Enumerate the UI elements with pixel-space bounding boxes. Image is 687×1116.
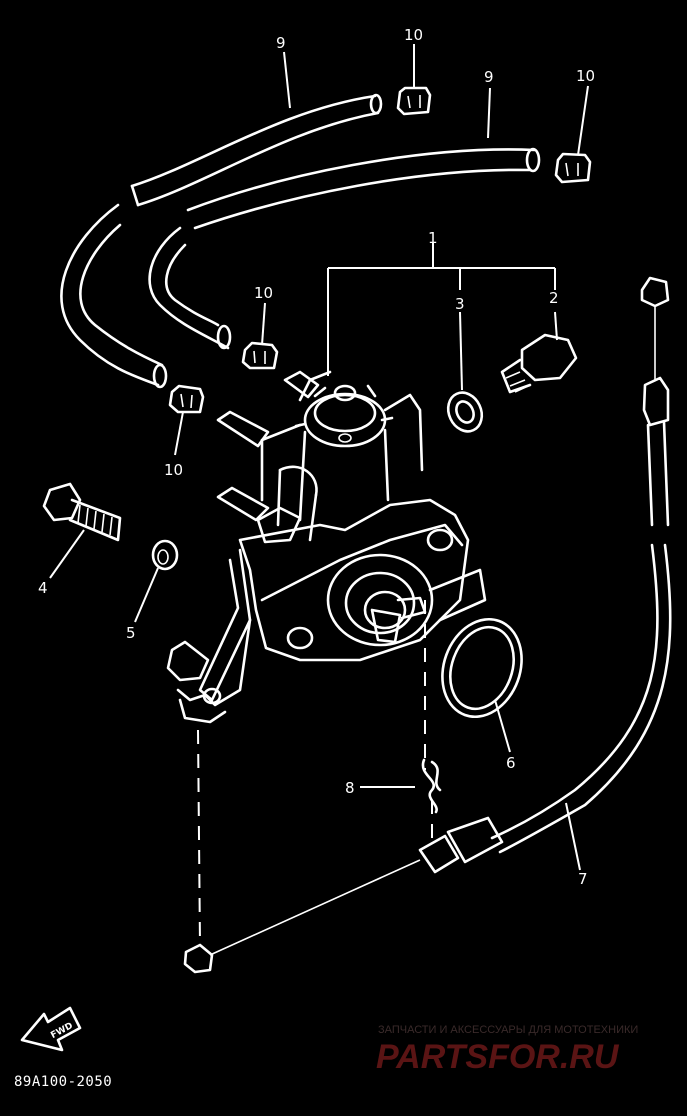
- clip-10-top-left: [396, 86, 432, 116]
- hose-9-right: [148, 147, 541, 350]
- cable-7: [183, 276, 672, 974]
- watermark-tagline: ЗАПЧАСТИ И АКСЕССУАРЫ ДЛЯ МОТОТЕХНИКИ: [378, 1024, 638, 1036]
- label-part-9-right: 9: [484, 68, 494, 86]
- label-part-10-top-left: 10: [404, 26, 423, 44]
- label-part-5: 5: [126, 624, 136, 642]
- leader-lines: [49, 44, 589, 871]
- drawing-code: 89A100-2050: [14, 1074, 112, 1090]
- label-part-10-mid: 10: [254, 284, 273, 302]
- washer-5: [151, 539, 179, 571]
- o-ring-6: [441, 617, 523, 719]
- bolt-2: [500, 333, 578, 394]
- label-part-3: 3: [455, 295, 465, 313]
- clip-8: [421, 758, 442, 814]
- watermark-brand: PARTSFOR.RU: [376, 1038, 620, 1076]
- label-part-9-upper: 9: [276, 34, 286, 52]
- label-part-10-lower: 10: [164, 461, 183, 479]
- hose-9-upper: [60, 93, 383, 389]
- assembly-lines: [197, 600, 433, 946]
- label-part-2: 2: [549, 289, 559, 307]
- label-part-1: 1: [428, 229, 438, 247]
- label-part-10-top-right: 10: [576, 67, 595, 85]
- label-part-8: 8: [345, 779, 355, 797]
- bolt-4: [42, 482, 122, 542]
- clip-10-lower: [168, 384, 205, 414]
- label-part-7: 7: [578, 870, 588, 888]
- fwd-arrow-icon: FWD: [20, 1006, 82, 1052]
- washer-3: [446, 391, 484, 433]
- clip-10-mid: [241, 341, 279, 370]
- label-part-6: 6: [506, 754, 516, 772]
- label-part-4: 4: [38, 579, 48, 597]
- clip-10-top-right: [554, 152, 592, 184]
- oil-pump-assembly: [166, 370, 487, 724]
